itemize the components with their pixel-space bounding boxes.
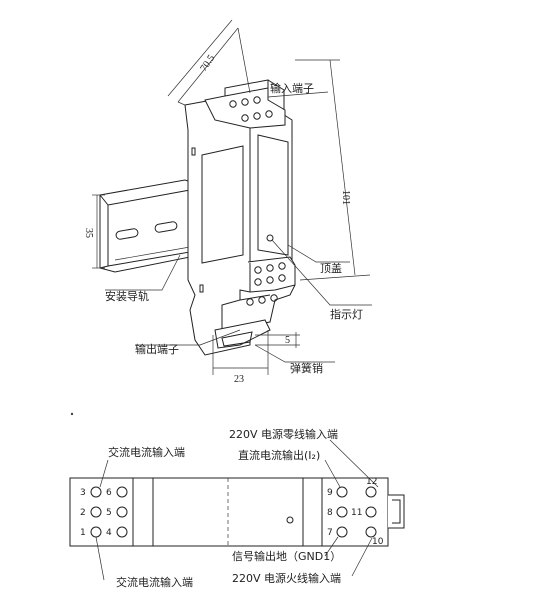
label-indicator: 指示灯 [330,307,363,321]
module-body [184,92,293,356]
label-neutral-input: 220V 电源零线输入端 [229,427,338,441]
label-rail: 安装导轨 [105,289,149,303]
terminal-3: 3 [80,488,86,498]
spring-clip [214,319,271,349]
output-terminal-block [221,256,296,331]
terminal-9: 9 [327,488,333,498]
terminal-1: 1 [80,528,86,538]
label-ac-input-bottom: 交流电流输入端 [116,575,193,589]
terminal-8: 8 [327,508,333,518]
label-spring-pin: 弹簧销 [290,361,323,375]
label-signal-gnd: 信号输出地（GND1） [232,549,341,563]
dim-depth-label: 23 [234,374,244,385]
terminal-7: 7 [327,528,333,538]
front-body [69,477,389,547]
label-live-input: 220V 电源火线输入端 [232,571,341,585]
din-rail [99,179,201,273]
leader-lines [105,91,372,363]
isometric-view: 70.5 101 35 23 5 输入端子 顶盖 安装导轨 指示灯 输出端子 弹… [83,19,372,385]
label-output-terminal: 输出端子 [135,342,179,356]
left-terminals: 3 2 1 6 5 4 [80,486,128,538]
dim-rail-label: 35 [83,228,94,238]
stray-mark [70,412,74,416]
terminal-5: 5 [106,508,112,518]
terminal-4: 4 [106,528,112,538]
terminal-2: 2 [80,508,86,518]
front-view: 3 2 1 6 5 4 9 8 7 12 11 10 [69,427,405,589]
right-terminals: 9 8 7 12 11 10 [327,477,384,547]
label-top-cover: 顶盖 [320,261,342,275]
dim-height-label: 101 [340,190,351,205]
label-ac-input-top: 交流电流输入端 [108,445,185,459]
label-dc-output: 直流电流输出(I₂) [238,448,320,462]
dim-clip-label: 5 [285,335,290,346]
front-leader-lines [95,439,379,581]
input-terminal-block [204,79,286,129]
terminal-12: 12 [366,477,377,487]
label-input-terminal: 输入端子 [270,81,314,95]
terminal-10: 10 [372,537,384,547]
terminal-11: 11 [351,508,362,518]
terminal-6: 6 [106,488,112,498]
center-hole [286,516,294,524]
